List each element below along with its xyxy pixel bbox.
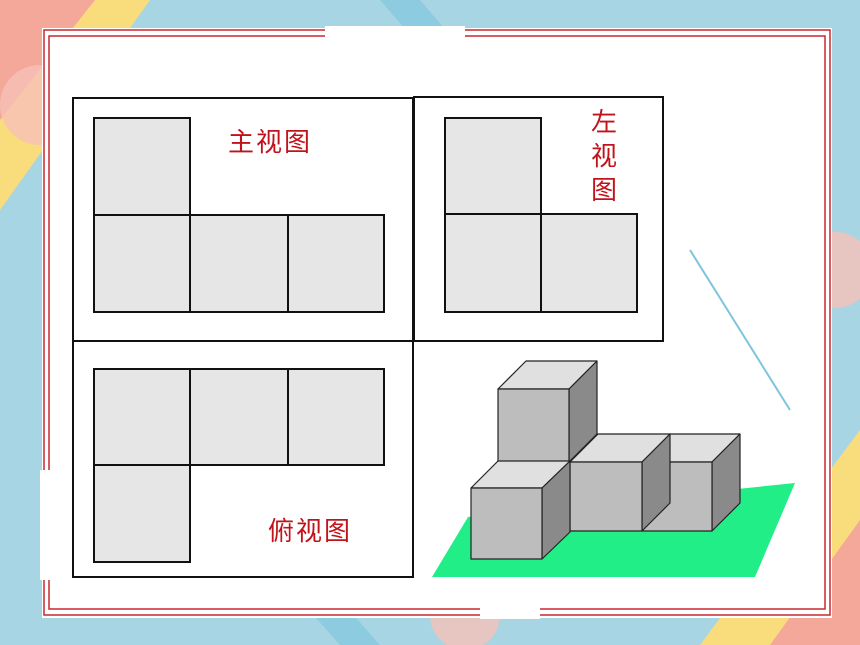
- top-square: [287, 368, 385, 466]
- left-square: [444, 213, 542, 313]
- top-square: [93, 368, 191, 466]
- top-view-panel: [72, 340, 414, 578]
- front-square: [93, 214, 191, 313]
- front-view-label: 主视图: [228, 128, 313, 158]
- left-view-label-char: 左: [590, 108, 617, 138]
- left-square: [540, 213, 638, 313]
- front-square: [287, 214, 385, 313]
- top-view-label: 俯视图: [268, 517, 353, 547]
- panel-frames: [72, 96, 664, 578]
- cube-model: [432, 360, 795, 577]
- decorative-line: [689, 249, 791, 411]
- cube: [470, 460, 571, 560]
- left-view-panel: [413, 96, 664, 342]
- top-square: [189, 368, 289, 466]
- front-square: [93, 117, 191, 216]
- front-view-squares: [93, 117, 385, 313]
- cube: [569, 433, 671, 532]
- left-view-squares: [444, 117, 638, 313]
- front-square: [189, 214, 289, 313]
- top-view-squares: [93, 368, 385, 563]
- left-view-label-char: 视: [590, 142, 617, 172]
- left-view-label: 左视图: [588, 106, 620, 208]
- top-square: [93, 464, 191, 563]
- left-square: [444, 117, 542, 215]
- left-view-label-char: 图: [590, 176, 617, 206]
- cube: [497, 360, 598, 463]
